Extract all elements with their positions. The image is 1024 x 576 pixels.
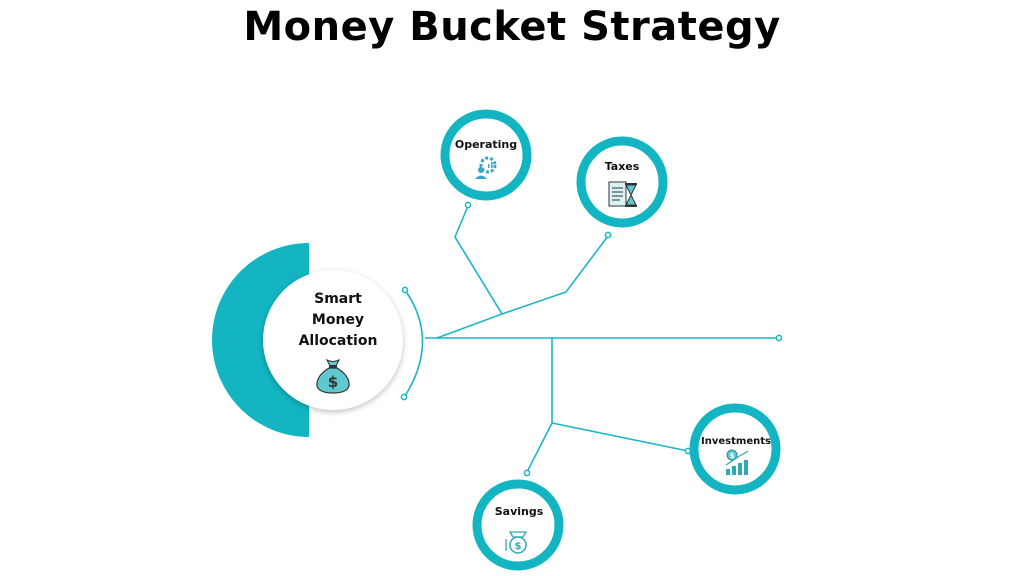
coin-growth-chart-icon: $: [725, 449, 749, 475]
bucket-label-investments: Investments: [701, 436, 771, 447]
bucket-taxes: Taxes: [576, 136, 668, 228]
trunk-end-dot: [775, 334, 783, 342]
operating-end-dot: [464, 201, 472, 209]
svg-text:$: $: [730, 452, 735, 460]
bucket-label-taxes: Taxes: [605, 160, 640, 173]
taxes-branch-line: [501, 235, 609, 315]
hub-circle: [263, 270, 403, 410]
connector-endpoints: [400, 201, 783, 477]
connector-lines: [404, 205, 778, 473]
taxes-end-dot: [604, 231, 612, 239]
hub-arc-line: [404, 289, 424, 397]
bucket-savings: Savings $: [472, 479, 564, 571]
piggy-bank-icon: $: [505, 531, 528, 554]
bucket-label-savings: Savings: [495, 505, 544, 518]
bucket-operating: Operating: [440, 109, 532, 201]
svg-text:$: $: [328, 373, 338, 391]
bucket-label-operating: Operating: [455, 138, 517, 151]
arc-top-dot: [401, 286, 409, 294]
svg-text:$: $: [515, 541, 522, 552]
hub-label-line-3: Allocation: [299, 333, 378, 349]
investments-branch-line: [551, 422, 689, 452]
arc-bottom-dot: [400, 393, 408, 401]
operating-branch-line: [436, 205, 504, 339]
gear-person-icon: [475, 156, 497, 179]
hub-label-line-1: Smart: [314, 291, 362, 307]
hub-label-line-2: Money: [312, 312, 364, 328]
hub-node: Smart Money Allocation $: [212, 243, 403, 437]
bucket-investments: Investments $: [689, 403, 781, 495]
savings-branch-line: [526, 422, 553, 473]
savings-end-dot: [523, 469, 531, 477]
tax-form-hourglass-icon: [608, 181, 637, 207]
page-title: Money Bucket Strategy: [243, 4, 781, 50]
money-bag-icon: $: [316, 358, 350, 394]
